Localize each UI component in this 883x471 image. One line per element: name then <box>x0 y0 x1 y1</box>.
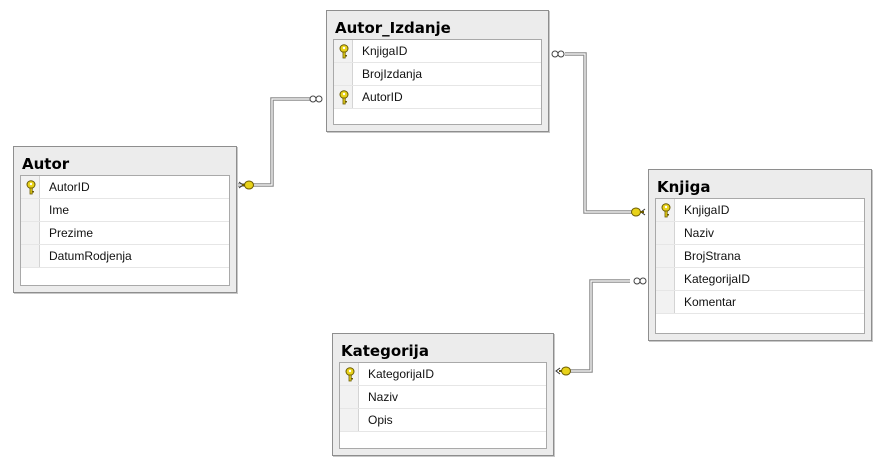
primary-key-icon <box>26 180 36 195</box>
column-name: Ime <box>49 203 70 217</box>
row-selector[interactable] <box>656 268 675 290</box>
column-row[interactable]: DatumRodjenja <box>21 245 229 268</box>
row-selector[interactable] <box>656 245 675 267</box>
many-end-icon <box>309 95 323 103</box>
column-row[interactable]: Komentar <box>656 291 864 314</box>
column-row[interactable]: AutorID <box>21 176 229 199</box>
primary-key-icon <box>339 44 349 59</box>
column-name: KategorijaID <box>684 272 751 286</box>
one-end-key-icon <box>631 207 646 217</box>
relationship-autor-izdanje-knjiga[interactable] <box>565 52 634 214</box>
column-row[interactable]: Prezime <box>21 222 229 245</box>
table-title: Autor_Izdanje <box>335 19 451 37</box>
many-end-icon <box>551 50 565 58</box>
column-name: KnjigaID <box>684 203 730 217</box>
table-title: Autor <box>22 155 70 173</box>
one-end-key-icon <box>555 366 571 376</box>
table-title: Kategorija <box>341 342 429 360</box>
column-name: AutorID <box>362 90 403 104</box>
row-selector[interactable] <box>340 409 359 431</box>
column-row[interactable]: KnjigaID <box>656 199 864 222</box>
column-name: KnjigaID <box>362 44 408 58</box>
relationship-autor-autor-izdanje[interactable] <box>238 97 318 187</box>
primary-key-icon <box>345 367 355 382</box>
table-title: Knjiga <box>657 178 711 196</box>
column-row[interactable]: BrojIzdanja <box>334 63 541 86</box>
column-name: Opis <box>368 413 393 427</box>
column-row[interactable]: AutorID <box>334 86 541 109</box>
row-selector[interactable] <box>656 291 675 313</box>
row-selector[interactable] <box>21 245 40 267</box>
column-name: KategorijaID <box>368 367 435 381</box>
one-end-key-icon <box>238 180 254 190</box>
column-row[interactable]: KategorijaID <box>340 363 546 386</box>
column-row[interactable]: Opis <box>340 409 546 432</box>
column-row[interactable]: KategorijaID <box>656 268 864 291</box>
column-name: BrojStrana <box>684 249 741 263</box>
row-selector[interactable] <box>334 63 353 85</box>
column-name: Naziv <box>368 390 399 404</box>
primary-key-icon <box>661 203 671 218</box>
column-name: Naziv <box>684 226 715 240</box>
column-name: DatumRodjenja <box>49 249 132 263</box>
row-selector[interactable] <box>656 222 675 244</box>
row-selector[interactable] <box>21 199 40 221</box>
relationship-knjiga-kategorija[interactable] <box>566 279 630 373</box>
primary-key-icon <box>339 90 349 105</box>
column-row[interactable]: KnjigaID <box>334 40 541 63</box>
column-name: Prezime <box>49 226 94 240</box>
column-row[interactable]: BrojStrana <box>656 245 864 268</box>
column-row[interactable]: Ime <box>21 199 229 222</box>
column-row[interactable]: Naziv <box>656 222 864 245</box>
row-selector[interactable] <box>21 222 40 244</box>
column-name: Komentar <box>684 295 737 309</box>
column-row[interactable]: Naziv <box>340 386 546 409</box>
column-name: AutorID <box>49 180 90 194</box>
column-name: BrojIzdanja <box>362 67 423 81</box>
row-selector[interactable] <box>340 386 359 408</box>
many-end-icon <box>633 277 647 285</box>
